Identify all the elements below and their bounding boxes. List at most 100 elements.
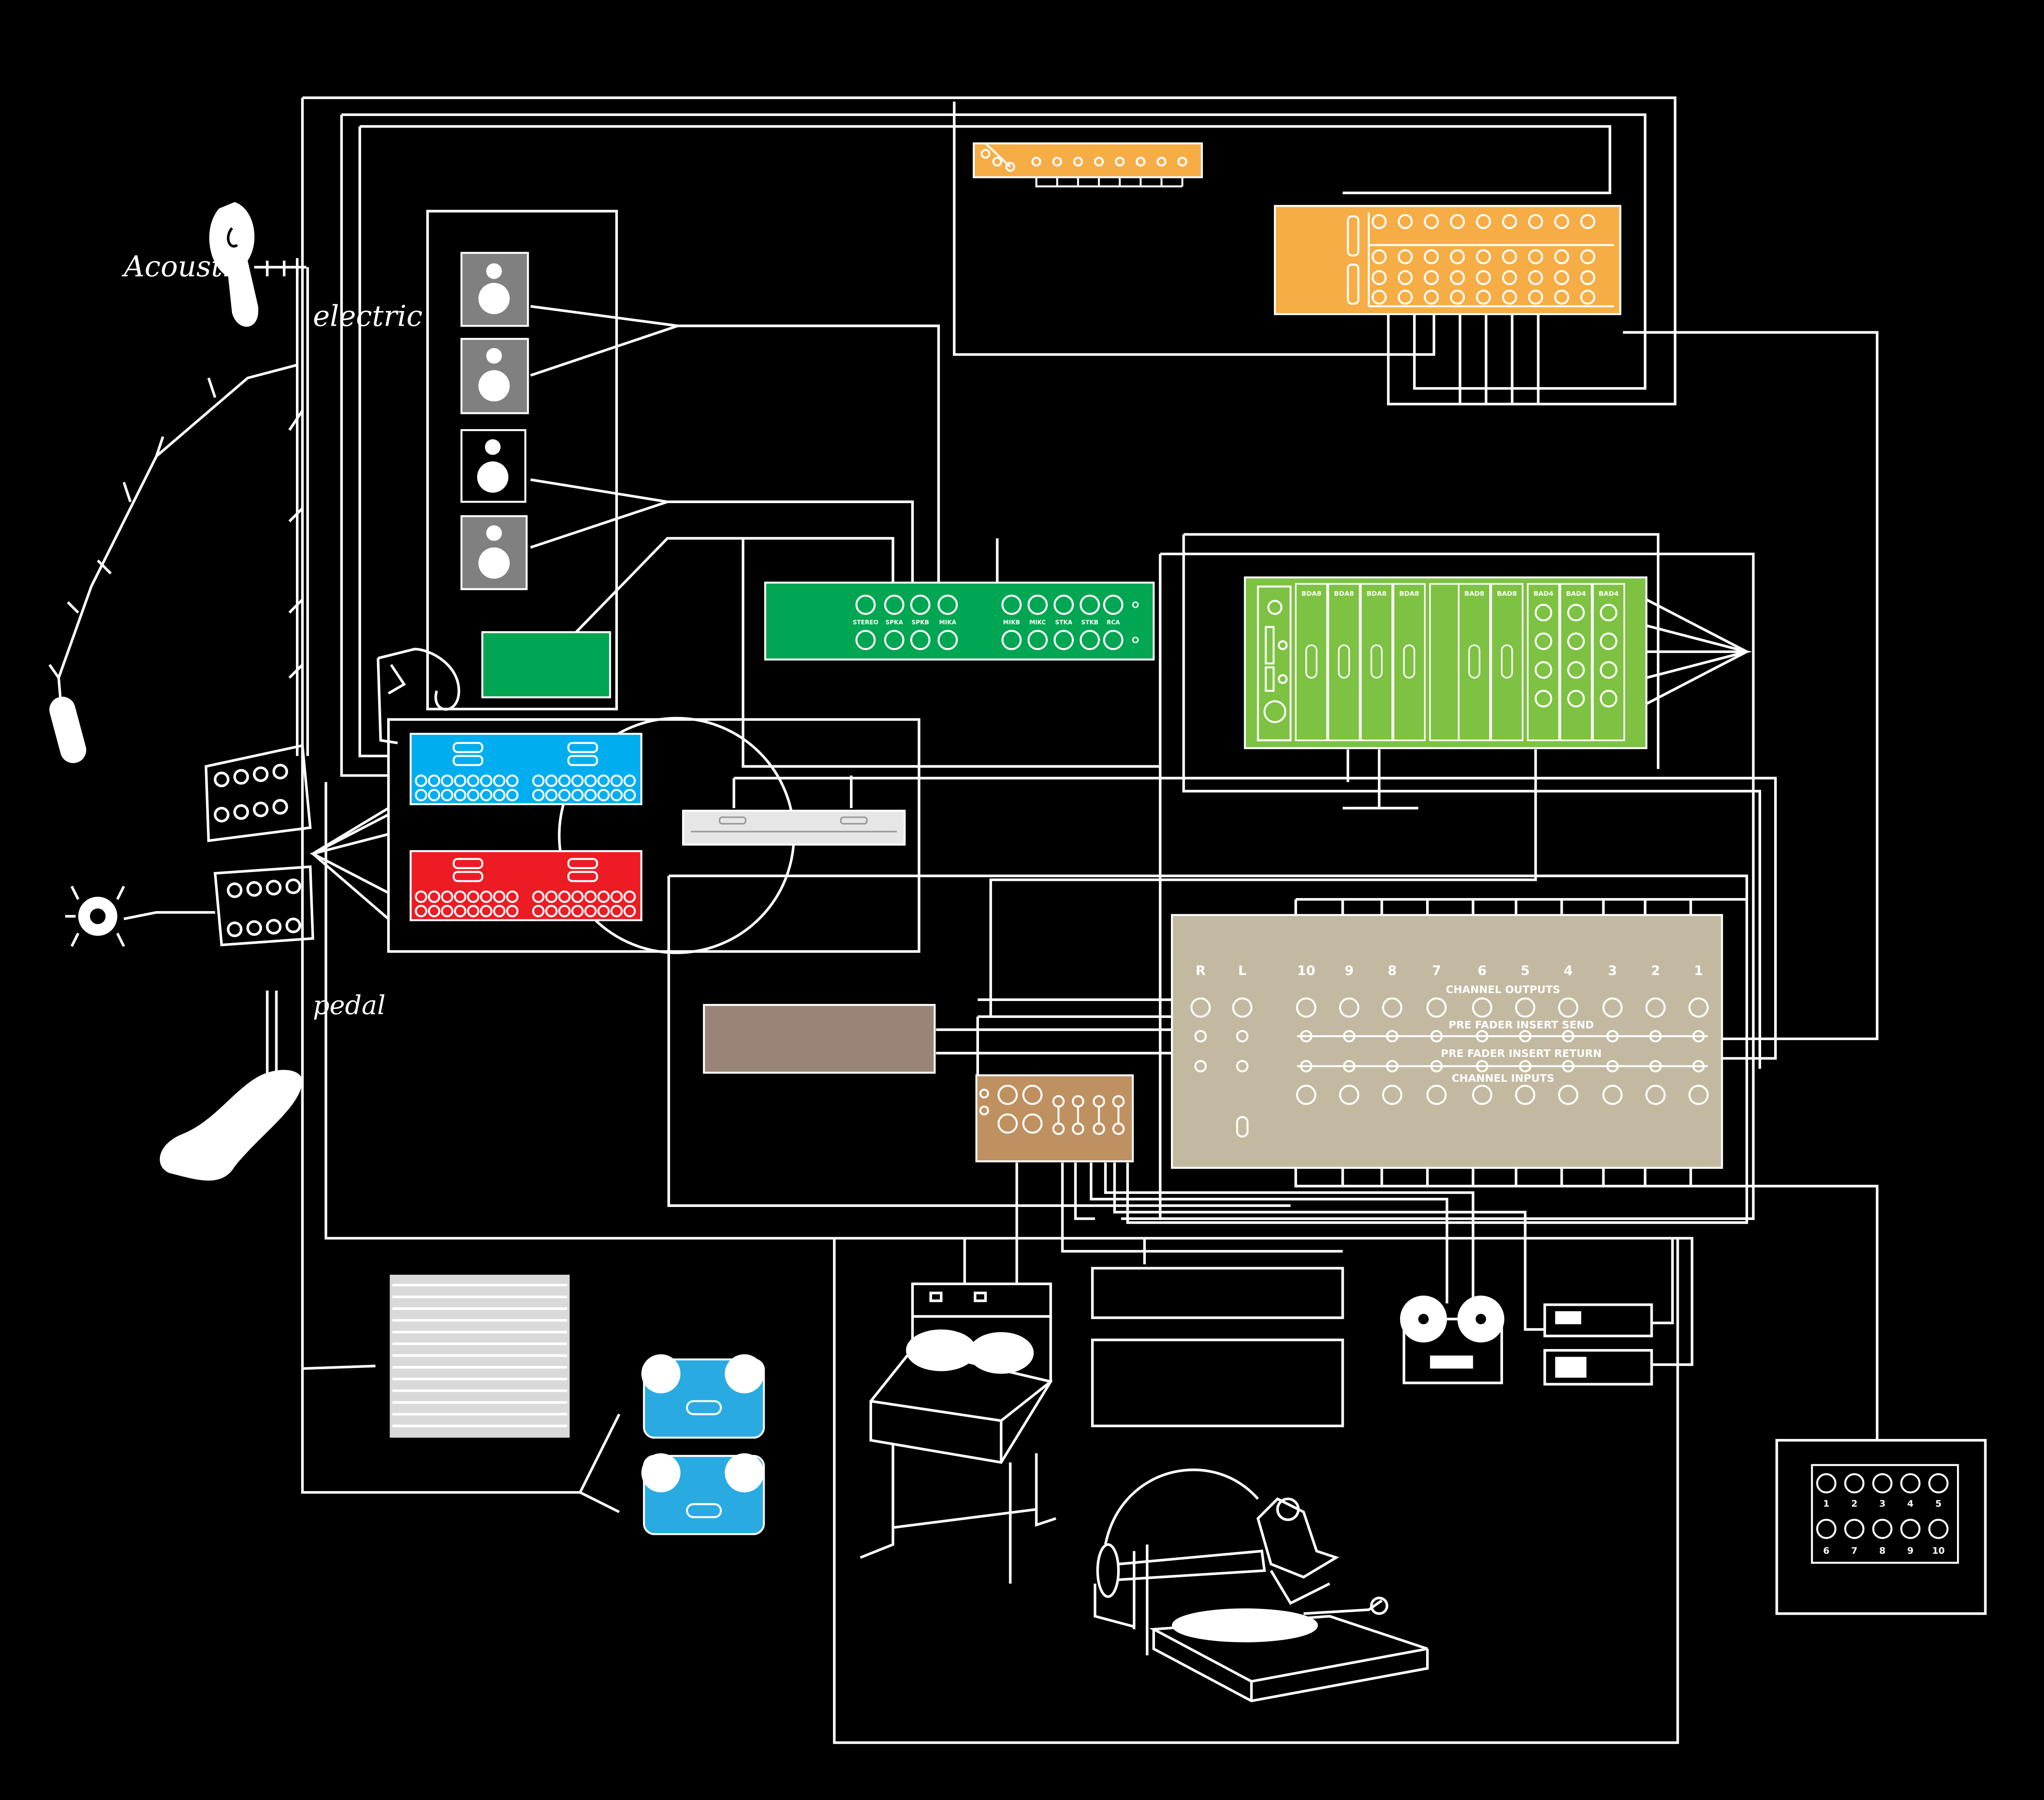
- green-jack: [1027, 630, 1048, 650]
- tape-machine-icon: [1400, 1295, 1505, 1384]
- orange-jack: [1554, 270, 1569, 285]
- green-jack: [937, 630, 958, 650]
- lime-fader: [1305, 644, 1318, 679]
- orange-jack: [1476, 214, 1491, 229]
- patch-jack: [597, 891, 610, 903]
- patch-jack: [506, 774, 519, 787]
- green-jack: [1001, 630, 1022, 650]
- mixer-jack: [1339, 1085, 1359, 1105]
- patch-jack: [545, 905, 558, 917]
- patch-box-number: 6: [1823, 1546, 1830, 1556]
- patch-jack: [584, 789, 597, 801]
- lime-module: [1327, 583, 1361, 741]
- speaker-icon: [460, 338, 529, 414]
- mixer-master-jack: [1236, 1030, 1249, 1043]
- green-rack-label: SPKA: [886, 619, 903, 626]
- orange-jack: [1371, 270, 1387, 285]
- patch-box-jack: [1844, 1518, 1865, 1539]
- green-jack: [884, 595, 905, 615]
- patch-jack: [454, 774, 467, 787]
- mixer-master-jack: [1190, 997, 1211, 1018]
- patch-jack: [441, 905, 454, 917]
- patch-jack: [467, 905, 480, 917]
- lime-jack: [1567, 604, 1585, 622]
- patch-jack: [584, 774, 597, 787]
- patch-jack: [467, 789, 480, 801]
- green-rack-label: SPKB: [912, 619, 929, 626]
- patch-jack: [584, 891, 597, 903]
- green-led: [1132, 601, 1139, 608]
- orange-jack: [1424, 249, 1439, 264]
- patch-jack: [610, 891, 623, 903]
- orange-jack: [1554, 249, 1569, 264]
- orange-jack: [1554, 290, 1569, 305]
- green-jacks: [855, 595, 1139, 650]
- lime-module: [1295, 583, 1328, 741]
- orange-jacks: [1371, 214, 1596, 305]
- orange-jack: [1528, 214, 1543, 229]
- green-jack: [1079, 595, 1100, 615]
- patch-jack: [428, 891, 440, 903]
- mixer-jack: [1426, 1085, 1447, 1105]
- patch-box-jack: [1872, 1518, 1893, 1539]
- orange-jack: [1528, 270, 1543, 285]
- patch-jack: [441, 774, 454, 787]
- lime-module-label: BAD4: [1566, 590, 1586, 597]
- green-jack: [1053, 595, 1074, 615]
- patch-jack: [597, 774, 610, 787]
- patch-jack: [415, 905, 427, 917]
- mixer-row-label-channel-outputs: CHANNEL OUTPUTS: [1446, 983, 1560, 996]
- copper-patch-unit: [975, 1074, 1134, 1162]
- patch-box-number: 4: [1907, 1499, 1914, 1509]
- lime-module-label: BDA8: [1399, 590, 1419, 597]
- patch-box-jack: [1816, 1518, 1837, 1539]
- lime-module-label: BAD8: [1497, 590, 1517, 597]
- orange-jack: [1528, 249, 1543, 264]
- lime-jack: [1600, 690, 1618, 708]
- mixer-channel-number: 8: [1388, 963, 1397, 978]
- mixer-jack: [1645, 1085, 1666, 1105]
- orange-jack: [1450, 290, 1465, 305]
- red-jacks: [415, 891, 636, 917]
- patch-box-jack: [1816, 1473, 1837, 1494]
- orange-jack: [1476, 290, 1491, 305]
- patch-box-number: 5: [1935, 1499, 1941, 1509]
- mixer-row-label-channel-inputs: CHANNEL INPUTS: [1452, 1072, 1554, 1084]
- patch-jack: [558, 891, 571, 903]
- patch-jack: [571, 891, 584, 903]
- patch-jack: [597, 905, 610, 917]
- patch-jack: [532, 789, 545, 801]
- green-jack: [855, 630, 876, 650]
- speaker-icon: [460, 252, 529, 327]
- orange-jack: [1398, 270, 1413, 285]
- mixer-jack: [1602, 1085, 1623, 1105]
- green-rack-label: RCA: [1107, 619, 1120, 626]
- mixer-jack: [1426, 997, 1447, 1018]
- green-jack: [1027, 595, 1048, 615]
- patch-box-number: 10: [1932, 1546, 1945, 1556]
- gray-striped-panel: [390, 1275, 570, 1438]
- patch-jack: [428, 905, 440, 917]
- lime-fader: [1370, 644, 1383, 679]
- patch-jack: [532, 891, 545, 903]
- orange-jack: [1554, 214, 1569, 229]
- cassette-deck-icon: [1543, 1303, 1653, 1386]
- mixer-channel-number: 1: [1694, 963, 1703, 978]
- green-jack: [884, 630, 905, 650]
- orange-jack: [1371, 214, 1387, 229]
- patch-jack: [480, 891, 493, 903]
- mixer-channel-number: 5: [1521, 963, 1530, 978]
- patch-jack: [454, 891, 467, 903]
- green-led: [1132, 637, 1139, 643]
- speaker-stack: [460, 252, 529, 590]
- patch-jack: [532, 905, 545, 917]
- patch-jack: [506, 905, 519, 917]
- mixer-row-label-insert-send: PRE FADER INSERT SEND: [1448, 1019, 1594, 1031]
- patch-jack: [415, 789, 427, 801]
- patch-jack: [480, 774, 493, 787]
- electric-guitar-icon: [48, 267, 309, 763]
- speaker-icon: [460, 515, 528, 590]
- patch-jack: [415, 774, 427, 787]
